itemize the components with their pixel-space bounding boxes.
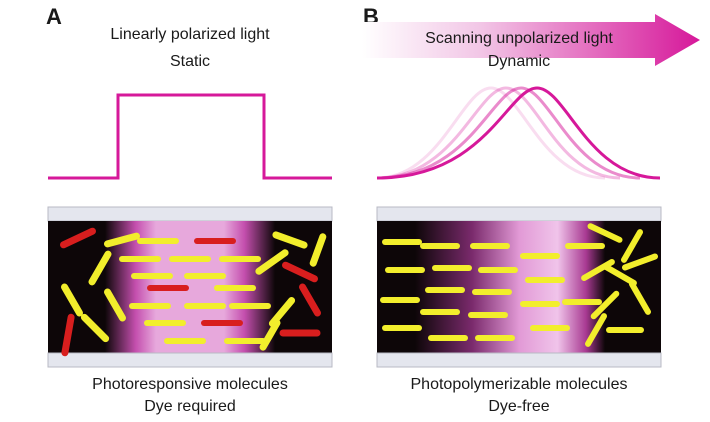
static-light-profile [48,93,332,180]
cell-a [47,206,333,368]
cell-b [376,206,662,368]
molecule-rod-a [104,288,126,322]
dye-molecule-a [60,227,96,249]
panel-b-caption-line2: Dye-free [488,398,550,415]
panel-a-title: Linearly polarized light [110,26,270,43]
molecule-rod-a [61,283,83,317]
molecule-rod-b [587,223,623,243]
gaussian-ghost-1 [376,86,641,180]
panel-a-subtitle: Static [169,53,210,70]
glass-bottom-b [376,352,662,368]
molecule-rod-a [268,297,296,327]
molecule-rod-b [590,290,620,320]
molecule-rod-a [272,231,308,249]
molecules-a [60,227,327,357]
panel-b-caption-line1: Photopolymerizable molecules [410,376,628,393]
molecule-rod-b [603,264,637,286]
panel-b-title: Scanning unpolarized light [425,30,613,47]
glass-top-b [376,206,662,222]
panel-b-subtitle: Dynamic [487,53,551,70]
panel-a-caption-line2: Dye required [144,398,236,415]
molecule-rod-a [80,313,110,343]
gaussian-ghost-2 [376,86,621,180]
molecule-rod-b [621,229,643,263]
dye-molecule-a [299,283,321,317]
dynamic-light-profiles [376,86,661,180]
panel-a-caption-line1: Photoresponsive molecules [92,376,288,393]
molecule-rod-b [629,281,651,315]
dye-molecule-a [282,261,318,283]
molecule-rod-a [104,232,140,248]
panel-a-letter: A [46,4,62,29]
molecule-rod-b [585,313,607,347]
molecule-rod-a [88,250,112,286]
gaussian-current [376,86,661,180]
molecules-b [380,223,658,347]
glass-bottom-a [47,352,333,368]
dye-molecule-a [61,313,75,357]
glass-top-a [47,206,333,222]
scanning-arrow [362,14,700,66]
molecule-rod-a [309,233,327,267]
molecule-rod-a [259,319,281,351]
molecule-rod-b [622,253,658,271]
molecule-rod-a [255,249,289,275]
gaussian-ghost-3 [376,86,606,180]
